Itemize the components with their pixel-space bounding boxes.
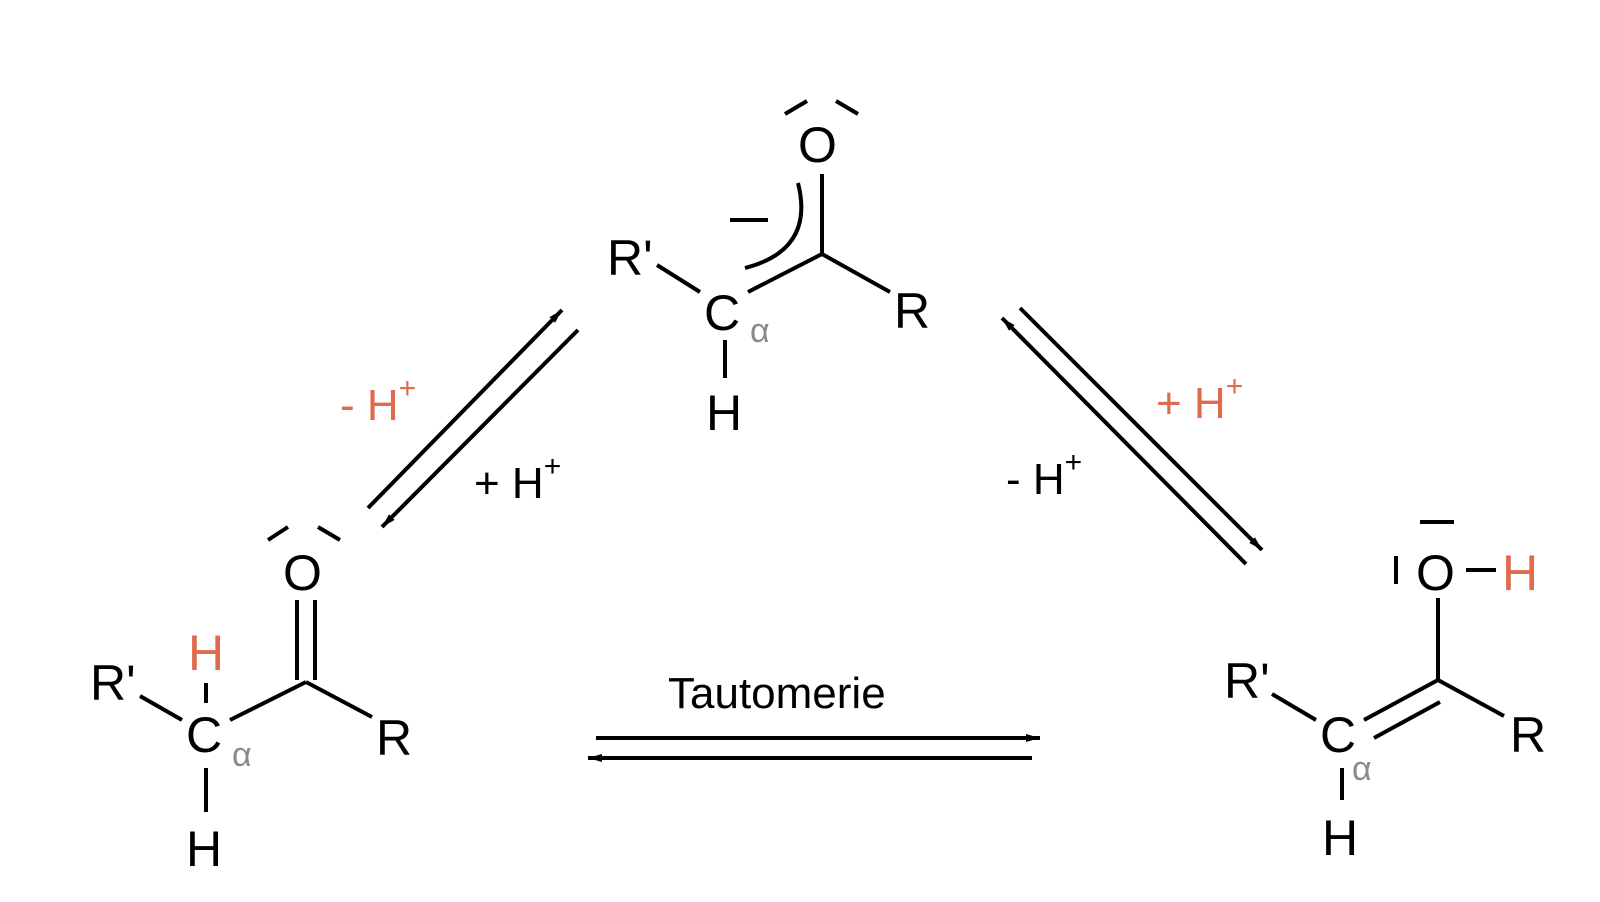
- enol-carbon-label: C: [1320, 707, 1356, 763]
- keto-bond-rprime-c: [139, 694, 183, 722]
- enolate-oxygen-lone-pair: [783, 99, 860, 116]
- right-arrow-backward: [1000, 316, 1248, 566]
- enol-bond-rprime-c: [1270, 692, 1318, 722]
- enolate-alpha-label: α: [750, 312, 770, 350]
- right-equilibrium: + H+ - H+: [1000, 306, 1264, 566]
- enolate-bond-c-carbonyl: [747, 252, 823, 294]
- enol-bond-c-c-a: [1363, 678, 1439, 722]
- enol-bond-c-r: [1437, 678, 1505, 718]
- left-inner-proton-label: + H+: [474, 450, 561, 508]
- enol-r-label: R: [1510, 707, 1546, 763]
- keto-r-prime-label: R': [90, 655, 136, 711]
- right-arrow-forward: [1018, 306, 1264, 552]
- keto-carbon-label: C: [186, 707, 222, 763]
- enolate-molecule: R' C α H O R: [607, 99, 930, 441]
- keto-h-bottom-label: H: [186, 821, 222, 877]
- keto-alpha-hydrogen-label: H: [188, 625, 224, 681]
- enolate-h-bottom-label: H: [706, 385, 742, 441]
- enol-alpha-label: α: [1352, 750, 1372, 788]
- enol-hydroxyl-hydrogen-label: H: [1502, 545, 1538, 601]
- enol-h-bottom-label: H: [1322, 810, 1358, 866]
- enol-molecule: R' C α H O H R: [1224, 520, 1546, 866]
- tautomerism-label: Tautomerie: [668, 669, 886, 718]
- keto-r-label: R: [376, 710, 412, 766]
- enol-r-prime-label: R': [1224, 653, 1270, 709]
- enolate-bond-rprime-c: [655, 263, 702, 294]
- enolate-carbon-label: C: [704, 285, 740, 341]
- enol-oxygen-label: O: [1416, 545, 1455, 601]
- keto-oxygen-label: O: [283, 545, 322, 601]
- enolate-oxygen-label: O: [798, 117, 837, 173]
- enolate-electron-shift-arc: [744, 182, 804, 270]
- left-arrow-backward: [380, 328, 580, 529]
- keto-oxygen-lone-pair: [266, 525, 342, 542]
- keto-molecule: R' H C α H O R: [90, 525, 412, 877]
- enolate-bond-carbonyl-r: [821, 252, 891, 294]
- enolate-r-label: R: [894, 283, 930, 339]
- enolate-r-prime-label: R': [607, 230, 653, 286]
- right-inner-proton-label: - H+: [1006, 446, 1082, 504]
- left-equilibrium: - H+ + H+: [340, 308, 580, 529]
- keto-alpha-label: α: [232, 736, 252, 774]
- left-outer-proton-label: - H+: [340, 372, 416, 430]
- right-outer-proton-label: + H+: [1156, 370, 1243, 428]
- enol-bond-c-c-b: [1373, 700, 1441, 740]
- keto-bond-carbonyl-r: [305, 680, 373, 719]
- left-arrow-forward: [366, 308, 564, 510]
- tautomerism-equilibrium: Tautomerie: [588, 669, 1040, 762]
- keto-bond-c-carbonyl: [229, 680, 307, 722]
